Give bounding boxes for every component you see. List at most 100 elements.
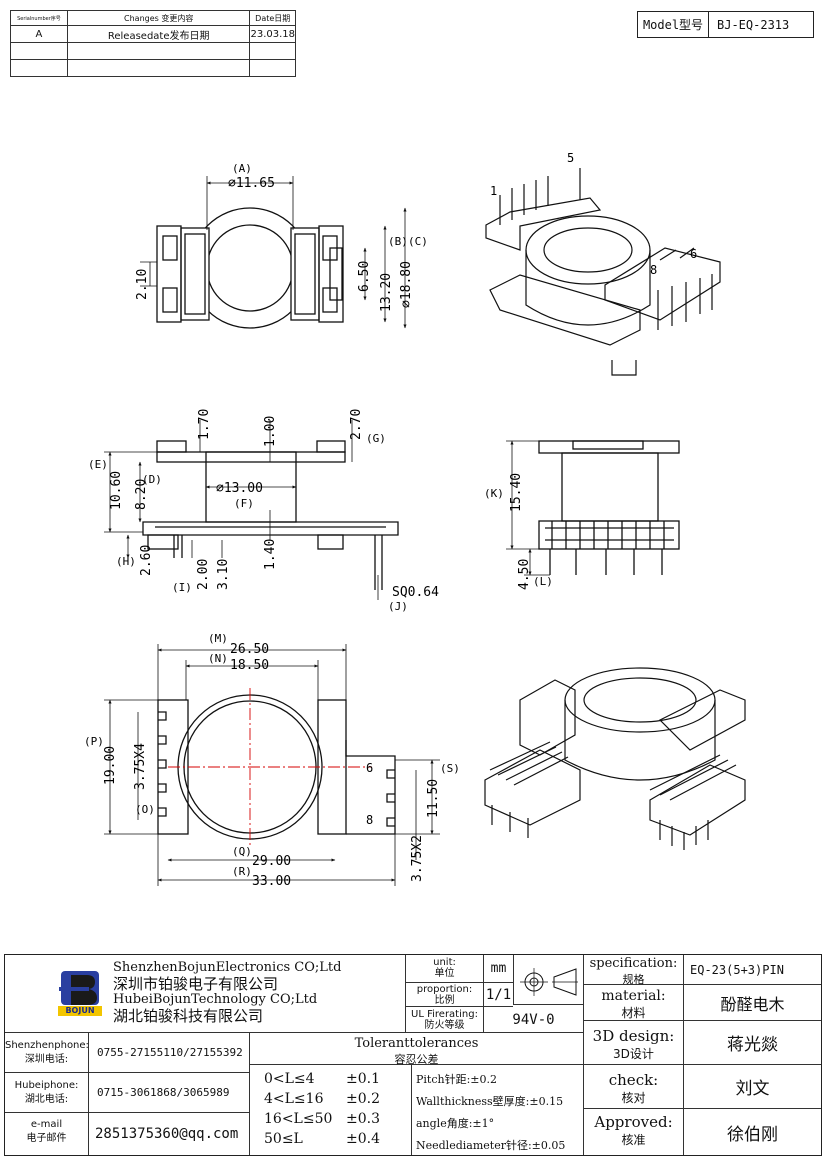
hb-phone-label-cell: Hubeiphone: 湖北电话: [5, 1073, 89, 1113]
rev-cell [10, 59, 68, 77]
dim-2-70: 2.70 [349, 409, 364, 440]
dim-I-label: (I) [172, 581, 192, 594]
iso-bottom-view [484, 667, 746, 850]
tolerance-title-cell: Toleranttolerances 容忍公差 [249, 1033, 583, 1066]
dim-B-label: (B) [388, 235, 408, 248]
email: 2851375360@qq.com [95, 1126, 239, 1142]
hb-phone: 0715-3061868/3065989 [89, 1073, 249, 1113]
model-value: BJ-EQ-2313 [717, 17, 790, 32]
approved-value: 徐伯刚 [683, 1109, 821, 1155]
dim-A-label: (A) [232, 162, 252, 175]
dim-1-40: 1.40 [263, 539, 278, 570]
iso-top-view [485, 168, 721, 376]
title-block: BOJUN ShenzhenBojunElectronics CO;Ltd 深圳… [4, 954, 822, 1156]
bottom-pin-6-label: 6 [366, 761, 373, 775]
dim-D-label: (D) [142, 473, 162, 486]
dim-8-20: 8.20 [134, 479, 149, 510]
approved-label-cell: Approved: 核准 [583, 1109, 683, 1155]
company-cn-1: 深圳市铂骏电子有限公司 [113, 975, 279, 993]
dim-2-10: 2.10 [135, 269, 150, 300]
dim-sq: SQ0.64 [392, 585, 439, 600]
ul-label-cell: UL Firerating: 防火等级 [405, 1007, 483, 1033]
pin-5-label: 5 [567, 151, 574, 165]
design-label-cell: 3D design: 3D设计 [583, 1021, 683, 1065]
material-value: 酚醛电木 [683, 985, 821, 1021]
dim-33-00: 33.00 [252, 874, 291, 889]
check-label-cell: check: 核对 [583, 1065, 683, 1109]
company-cn-2: 湖北铂骏科技有限公司 [113, 1007, 264, 1025]
drawing-sheet: (A) ⌀11.65 (B) (C) 2.10 6.50 13.20 ⌀18.8… [84, 151, 746, 889]
unit-label-cell: unit: 单位 [405, 955, 483, 983]
unit-value: mm [483, 955, 513, 983]
dim-1-70: 1.70 [197, 409, 212, 440]
model-box: Model型号 BJ-EQ-2313 [637, 11, 814, 38]
tol-range: 0<L≤4 [264, 1071, 315, 1087]
dim-L-label: (L) [533, 575, 553, 588]
dim-O-label: (O) [135, 803, 155, 816]
dim-3-10: 3.10 [216, 559, 231, 590]
dim-2-00: 2.00 [196, 559, 211, 590]
requirement-item: angle角度:±1° [416, 1117, 495, 1130]
dim-P-label: (P) [84, 735, 104, 748]
dim-3-75x4: 3.75X4 [133, 743, 148, 790]
front-view-dims [104, 420, 379, 600]
dim-15-40: 15.40 [509, 473, 524, 512]
dim-K-label: (K) [484, 487, 504, 500]
email-label-cell: e-mail 电子邮件 [5, 1113, 89, 1155]
check-value: 刘文 [683, 1065, 821, 1109]
company-logo: BOJUN [57, 969, 103, 1017]
dim-A-value: ⌀11.65 [228, 176, 275, 191]
front-view [142, 440, 399, 590]
design-value: 蒋光燚 [683, 1021, 821, 1065]
projection-symbol [513, 955, 583, 1005]
tol-value: ±0.2 [346, 1091, 380, 1107]
dim-R-label: (R) [232, 865, 252, 878]
dim-1-00: 1.00 [263, 416, 278, 447]
dim-18-80: ⌀18.80 [399, 261, 414, 308]
side-view-dims [506, 440, 550, 576]
dim-S-label: (S) [440, 762, 460, 775]
top-view [156, 207, 344, 329]
dim-2-60: 2.60 [139, 545, 154, 576]
pin-6-label: 6 [690, 247, 697, 261]
dim-11-50: 11.50 [426, 779, 441, 818]
company-en-1: ShenzhenBojunElectronics CO;Ltd [113, 960, 342, 975]
ul-value: 94V-0 [483, 1007, 583, 1033]
spec-label-cell: specification: 规格 [583, 955, 683, 986]
bottom-pin-8-label: 8 [366, 813, 373, 827]
company-names: ShenzhenBojunElectronics CO;Ltd 深圳市铂骏电子有… [113, 960, 403, 1024]
tol-range: 4<L≤16 [264, 1091, 324, 1107]
model-label: Model型号 [638, 12, 709, 37]
requirement-item: Wallthickness壁厚度:±0.15 [416, 1095, 564, 1108]
dim-C-label: (C) [408, 235, 428, 248]
revision-table: Serialnumber序号 Changes 变更内容 Date日期 A Rel… [10, 10, 296, 77]
tolerance-table: 0<L≤4 ±0.1 4<L≤16 ±0.2 16<L≤50 ±0.3 50≤L… [249, 1065, 411, 1155]
dim-3-75x2: 3.75X2 [410, 835, 425, 882]
dim-13-00: ⌀13.00 [216, 481, 263, 496]
sz-phone-label-cell: Shenzhenphone: 深圳电话: [5, 1033, 89, 1073]
material-label-cell: material: 材料 [583, 985, 683, 1021]
tol-value: ±0.1 [346, 1071, 380, 1087]
requirement-item: Needlediameter针径:±0.05 [416, 1139, 566, 1152]
requirements: Pitch针距:±0.2 Wallthickness壁厚度:±0.15 angl… [411, 1065, 583, 1155]
tol-range: 16<L≤50 [264, 1111, 333, 1127]
spec-value: EQ-23(5+3)PIN [683, 955, 821, 985]
sz-phone: 0755-27155110/27155392 [89, 1033, 249, 1073]
projection-symbol-icon [520, 968, 578, 996]
company-en-2: HubeiBojunTechnology CO;Ltd [113, 992, 318, 1007]
rev-cell [249, 59, 296, 77]
dim-Q-label: (Q) [232, 845, 252, 858]
rev-cell [66, 59, 251, 77]
dim-G-label: (G) [366, 432, 386, 445]
dim-H-label: (H) [116, 555, 136, 568]
dim-26-50: 26.50 [230, 642, 269, 657]
dim-10-60: 10.60 [109, 471, 124, 510]
dim-13-20: 13.20 [379, 273, 394, 312]
pin-1-label: 1 [490, 184, 497, 198]
bottom-view-dims [104, 644, 440, 886]
dim-6-50: 6.50 [357, 261, 372, 292]
dim-19-00: 19.00 [103, 746, 118, 785]
dim-N-label: (N) [208, 652, 228, 665]
dim-F-label: (F) [234, 497, 254, 510]
bottom-view-centerlines [168, 688, 372, 846]
